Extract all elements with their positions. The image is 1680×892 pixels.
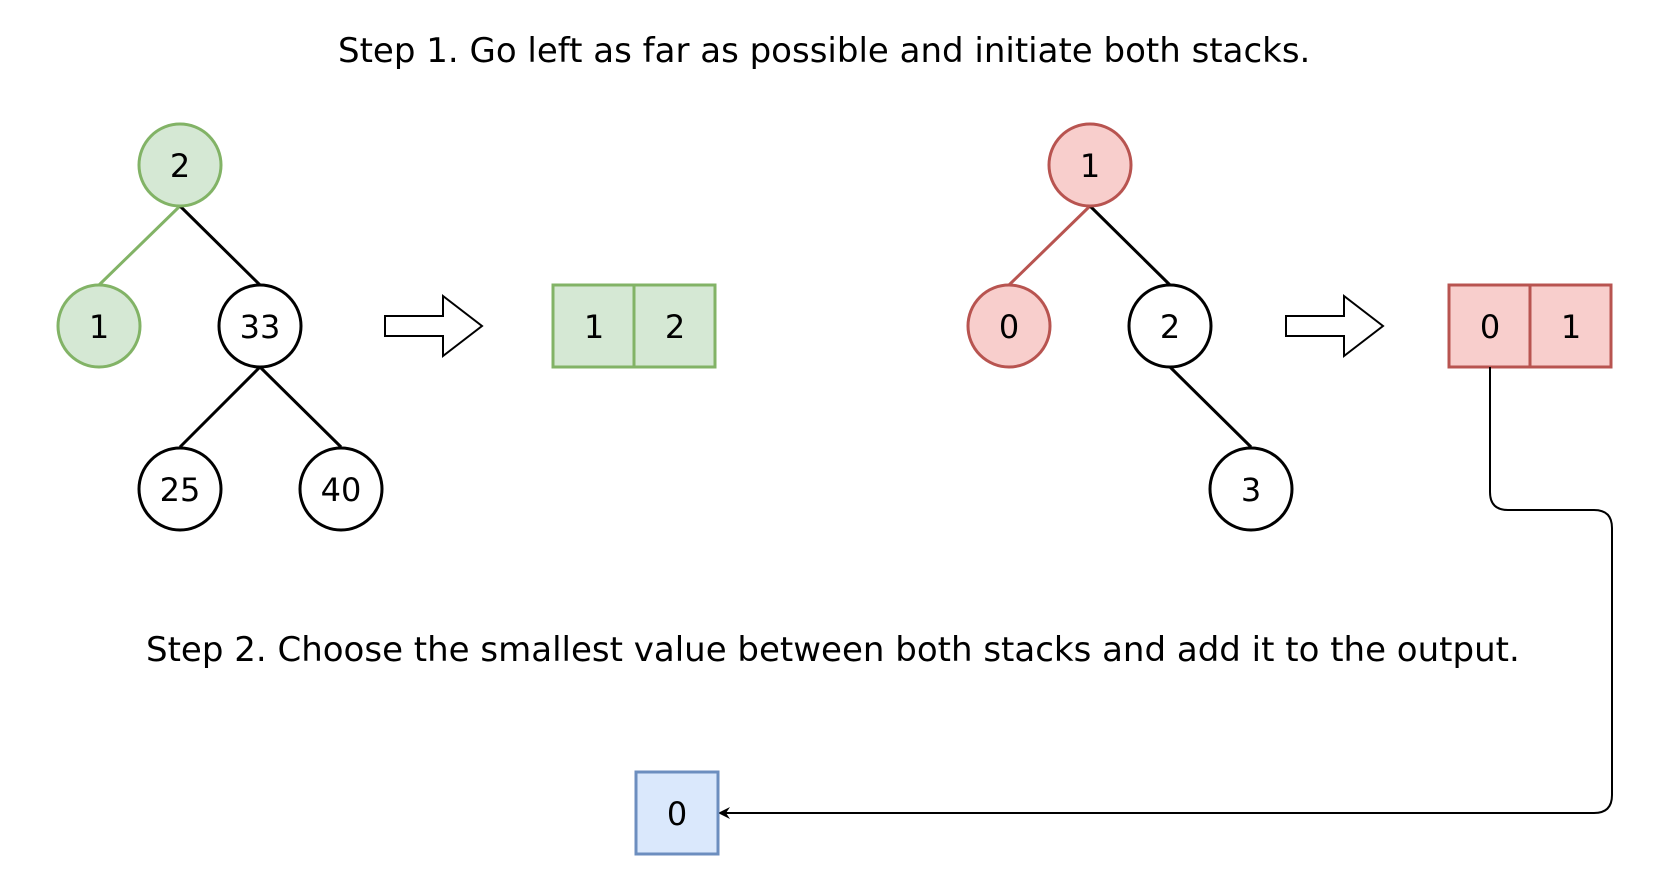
tree2-node-right-right: 3 bbox=[1208, 446, 1294, 532]
stack-cell bbox=[1528, 283, 1613, 369]
tree1-node-left: 1 bbox=[56, 283, 142, 369]
edge-2-3 bbox=[1168, 365, 1253, 449]
tree2-node-left: 0 bbox=[966, 283, 1052, 369]
stack-cell-label: 1 bbox=[584, 308, 604, 346]
node-label: 0 bbox=[999, 308, 1019, 346]
stack-cell-label: 1 bbox=[1561, 308, 1581, 346]
stack-cell-label: 2 bbox=[665, 308, 685, 346]
node-label: 2 bbox=[1160, 308, 1180, 346]
stack-1: 1 2 bbox=[551, 283, 717, 369]
output-cell bbox=[634, 770, 720, 856]
node-label: 25 bbox=[160, 471, 201, 509]
edge-2-1 bbox=[97, 204, 182, 287]
stack-cell-label: 0 bbox=[1480, 308, 1500, 346]
output-list: 0 bbox=[634, 770, 720, 856]
hollow-arrow-icon bbox=[1285, 293, 1385, 359]
node-label: 1 bbox=[1080, 147, 1100, 185]
node-label: 3 bbox=[1241, 471, 1261, 509]
step-1-caption: Step 1. Go left as far as possible and i… bbox=[338, 31, 1311, 71]
tree2-node-right: 2 bbox=[1127, 283, 1213, 369]
connector-arrow bbox=[718, 367, 1613, 819]
edge-1-0 bbox=[1007, 204, 1092, 287]
tree-1: 2 1 33 25 40 bbox=[56, 122, 384, 532]
stack-cell bbox=[632, 283, 717, 369]
edge-2-33 bbox=[178, 204, 262, 287]
stack-2: 0 1 bbox=[1447, 283, 1613, 369]
node-label: 1 bbox=[89, 308, 109, 346]
node-label: 40 bbox=[321, 471, 362, 509]
tree-2: 1 0 2 3 bbox=[966, 122, 1294, 532]
tree2-node-root: 1 bbox=[1047, 122, 1133, 208]
stack-cell bbox=[551, 283, 636, 369]
tree1-node-root: 2 bbox=[137, 122, 223, 208]
tree1-node-right-right: 40 bbox=[298, 446, 384, 532]
hollow-arrow-icon bbox=[384, 293, 484, 359]
edge-33-25 bbox=[178, 365, 262, 449]
output-cell-label: 0 bbox=[667, 795, 687, 833]
stack-cell bbox=[1447, 283, 1532, 369]
node-label: 2 bbox=[170, 147, 190, 185]
tree1-node-right: 33 bbox=[217, 283, 303, 369]
step-2-caption: Step 2. Choose the smallest value betwee… bbox=[146, 630, 1520, 670]
edge-33-40 bbox=[258, 365, 343, 449]
node-label: 33 bbox=[240, 308, 281, 346]
edge-1-2 bbox=[1088, 204, 1172, 287]
tree1-node-right-left: 25 bbox=[137, 446, 223, 532]
